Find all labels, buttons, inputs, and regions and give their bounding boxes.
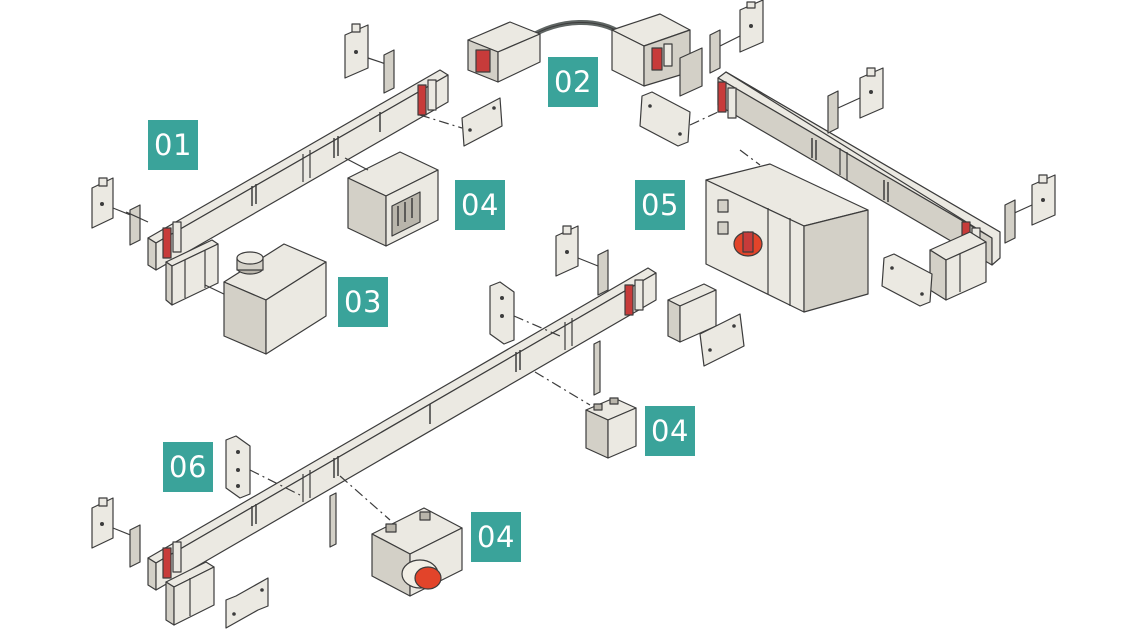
busbar-trunk-lower	[147, 267, 657, 591]
callout-label-04-lower: 04	[471, 512, 521, 562]
cover-plate-lower-left	[225, 577, 269, 629]
end-feed-unit-lower	[165, 239, 219, 306]
mounting-bracket-left	[91, 177, 141, 246]
tap-off-unit-upper	[347, 151, 439, 247]
mounting-bracket-mid-right	[827, 67, 884, 134]
callout-label-06: 06	[163, 442, 213, 492]
mounting-bracket-top	[344, 23, 395, 94]
cover-plate-lower-right	[699, 313, 745, 367]
callout-label-05: 05	[635, 180, 685, 230]
switch-disconnector-unit	[705, 163, 869, 313]
suspension-bracket	[225, 435, 251, 499]
cable-gland-box	[223, 243, 327, 355]
end-cover-plate-right	[461, 97, 503, 147]
callout-label-03: 03	[338, 277, 388, 327]
tap-off-unit-with-switch	[371, 507, 463, 597]
callout-label-01: 01	[148, 120, 198, 170]
mounting-bracket-lower-top	[555, 225, 609, 296]
terminal-block-left	[162, 221, 182, 259]
end-feed-unit-lower-right	[667, 283, 717, 343]
mounting-bracket-top-right	[709, 0, 764, 74]
busbar-trunk-upper-left	[147, 69, 449, 271]
suspension-bracket-upper	[489, 281, 515, 345]
flexible-connection-unit	[467, 13, 703, 97]
end-feed-unit-right	[929, 231, 987, 301]
callout-label-04-upper: 04	[455, 180, 505, 230]
callout-label-02: 02	[548, 57, 598, 107]
end-cover-plate-left	[639, 91, 691, 147]
callout-label-04-middle: 04	[645, 406, 695, 456]
mounting-bracket-lower-left	[91, 497, 141, 568]
mounting-bracket-right	[1004, 174, 1056, 244]
cover-plate-far-right	[881, 253, 933, 307]
end-feed-unit-lower-left	[165, 561, 215, 626]
tap-off-unit-small	[585, 397, 637, 459]
